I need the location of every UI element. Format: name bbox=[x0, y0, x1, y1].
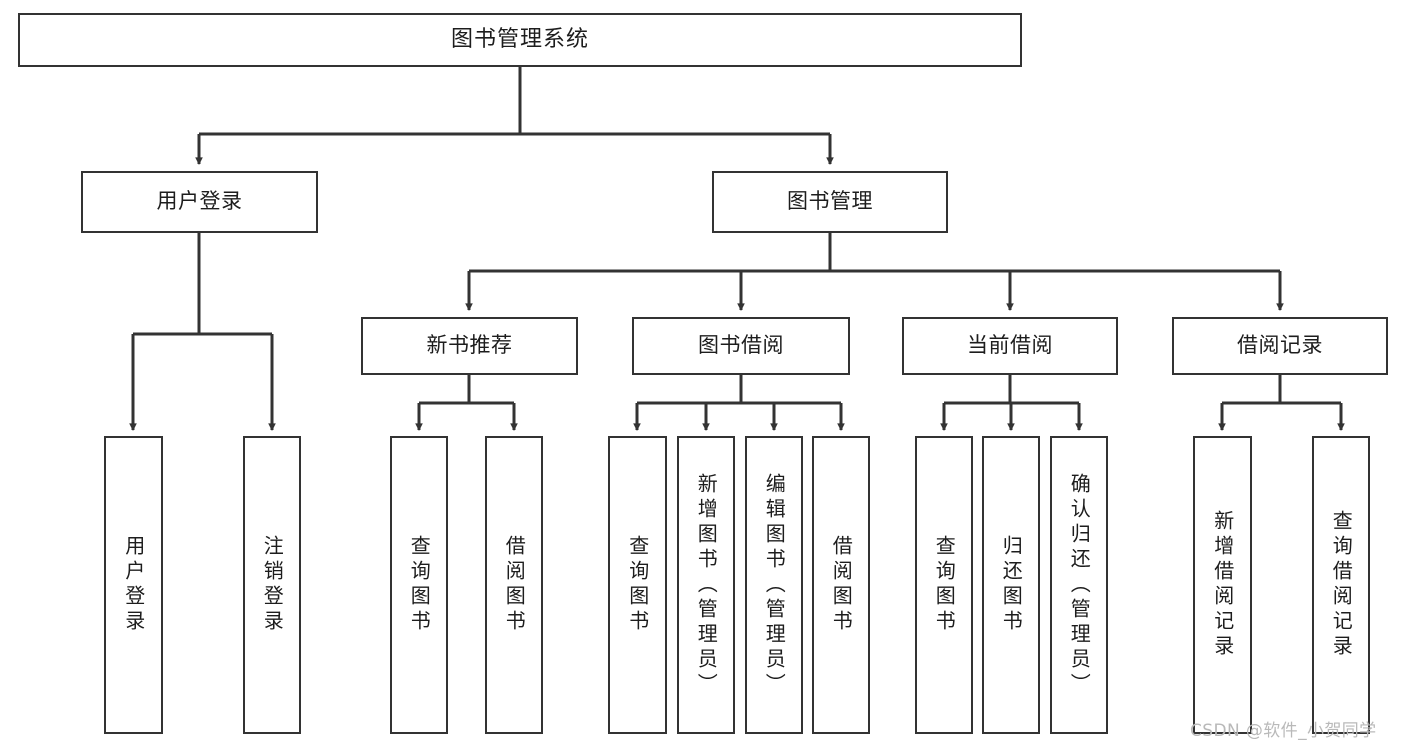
node-leaf-edit-book-label: 编辑图书（管理员） bbox=[762, 472, 787, 698]
node-current-borrow-label: 当前借阅 bbox=[967, 333, 1053, 358]
node-book-borrow-label: 图书借阅 bbox=[698, 333, 784, 358]
node-leaf-user-login[interactable]: 用户登录 bbox=[104, 436, 163, 734]
node-new-book-rec[interactable]: 新书推荐 bbox=[361, 317, 578, 375]
node-leaf-add-book[interactable]: 新增图书（管理员） bbox=[677, 436, 735, 734]
node-leaf-query-book-bor[interactable]: 查询图书 bbox=[608, 436, 667, 734]
node-root[interactable]: 图书管理系统 bbox=[18, 13, 1022, 67]
node-leaf-confirm-return-label: 确认归还（管理员） bbox=[1067, 472, 1092, 698]
node-book-borrow[interactable]: 图书借阅 bbox=[632, 317, 850, 375]
node-leaf-user-logout-label: 注销登录 bbox=[260, 535, 285, 635]
node-leaf-query-record[interactable]: 查询借阅记录 bbox=[1312, 436, 1370, 734]
node-leaf-borrow-book-bor-label: 借阅图书 bbox=[829, 535, 854, 635]
node-user-login[interactable]: 用户登录 bbox=[81, 171, 318, 233]
node-book-manage[interactable]: 图书管理 bbox=[712, 171, 948, 233]
node-leaf-add-book-label: 新增图书（管理员） bbox=[694, 472, 719, 698]
node-leaf-query-record-label: 查询借阅记录 bbox=[1329, 510, 1354, 660]
node-leaf-return-book-label: 归还图书 bbox=[999, 535, 1024, 635]
node-leaf-confirm-return[interactable]: 确认归还（管理员） bbox=[1050, 436, 1108, 734]
node-leaf-user-login-label: 用户登录 bbox=[121, 535, 146, 635]
node-leaf-query-book-cur[interactable]: 查询图书 bbox=[915, 436, 973, 734]
node-borrow-record-label: 借阅记录 bbox=[1237, 333, 1323, 358]
node-leaf-add-record[interactable]: 新增借阅记录 bbox=[1193, 436, 1252, 734]
node-leaf-user-logout[interactable]: 注销登录 bbox=[243, 436, 301, 734]
node-leaf-borrow-book-rec[interactable]: 借阅图书 bbox=[485, 436, 543, 734]
node-leaf-return-book[interactable]: 归还图书 bbox=[982, 436, 1040, 734]
node-leaf-query-book-cur-label: 查询图书 bbox=[932, 535, 957, 635]
node-leaf-add-record-label: 新增借阅记录 bbox=[1210, 510, 1235, 660]
node-leaf-query-book-bor-label: 查询图书 bbox=[625, 535, 650, 635]
node-leaf-query-book-rec-label: 查询图书 bbox=[407, 535, 432, 635]
node-current-borrow[interactable]: 当前借阅 bbox=[902, 317, 1118, 375]
node-borrow-record[interactable]: 借阅记录 bbox=[1172, 317, 1388, 375]
node-new-book-rec-label: 新书推荐 bbox=[426, 333, 513, 358]
csdn-watermark: CSDN @软件_小贺同学 bbox=[1190, 721, 1377, 741]
node-root-label: 图书管理系统 bbox=[450, 26, 589, 52]
node-book-manage-label: 图书管理 bbox=[787, 189, 873, 214]
node-leaf-edit-book[interactable]: 编辑图书（管理员） bbox=[745, 436, 803, 734]
node-leaf-borrow-book-bor[interactable]: 借阅图书 bbox=[812, 436, 870, 734]
node-leaf-query-book-rec[interactable]: 查询图书 bbox=[390, 436, 448, 734]
node-user-login-label: 用户登录 bbox=[156, 189, 243, 214]
node-leaf-borrow-book-rec-label: 借阅图书 bbox=[502, 535, 527, 635]
